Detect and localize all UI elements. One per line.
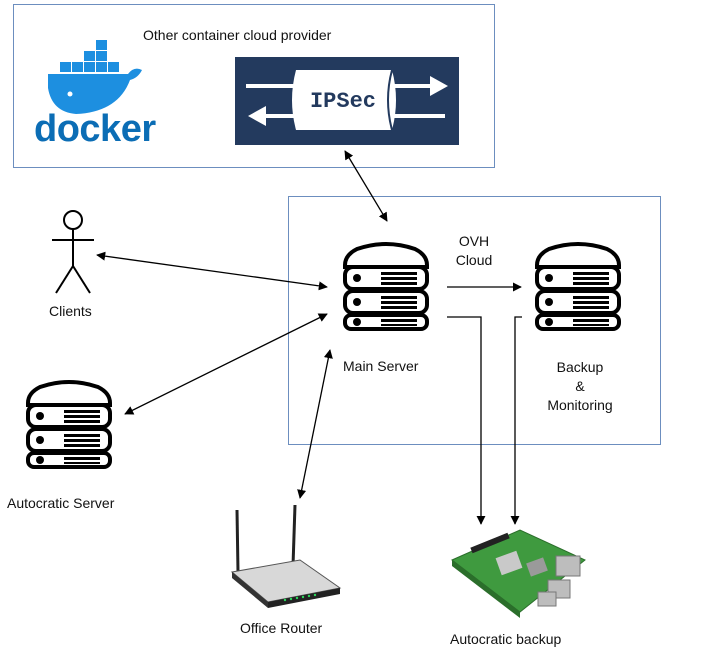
ipsec-logo: IPSec — [235, 57, 459, 145]
autocratic-server-label: Autocratic Server — [7, 495, 115, 511]
office-router-label: Office Router — [240, 620, 323, 636]
main-server-icon — [343, 242, 429, 331]
docker-whale-icon — [48, 40, 142, 114]
main-server-label: Main Server — [343, 358, 419, 374]
clients-person-icon — [52, 210, 94, 294]
cloud-provider-title: Other container cloud provider — [143, 27, 332, 43]
clients-label: Clients — [49, 303, 92, 319]
backup-server-icon — [535, 242, 621, 331]
ovh-cloud-title: OVH Cloud — [455, 233, 493, 268]
autocratic-backup-label: Autocratic backup — [450, 631, 562, 647]
cloud-provider-frame — [13, 4, 495, 168]
backup-monitoring-label: Backup & Monitoring — [547, 359, 613, 413]
autocratic-server-main-connector — [124, 313, 328, 415]
connections — [96, 150, 522, 525]
ipsec-text: IPSec — [310, 89, 376, 114]
ipsec-main-connector — [344, 150, 388, 222]
main-autocratic-backup-connector — [447, 316, 486, 525]
clients-main-connector — [96, 251, 328, 291]
backup-autocratic-backup-connector — [510, 316, 522, 525]
office-router-icon — [230, 504, 342, 608]
autocratic-server-icon — [26, 380, 112, 469]
docker-logo-text: docker — [34, 108, 156, 150]
router-main-connector — [297, 349, 333, 499]
raspberry-pi-icon — [451, 529, 586, 618]
